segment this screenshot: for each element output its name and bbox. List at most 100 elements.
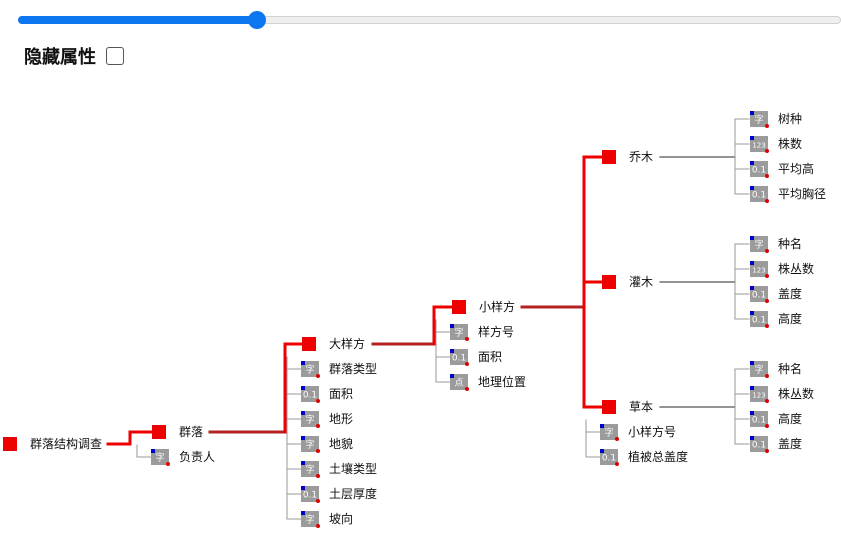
level-3-attr-1: 0.1 面积 — [450, 349, 502, 366]
type-badge — [301, 411, 319, 427]
type-badge — [750, 411, 768, 427]
attr-label: 地貌 — [329, 436, 353, 451]
badge-dot — [316, 374, 320, 378]
node-root[interactable]: 群落结构调查 — [3, 436, 102, 451]
attr-label: 地形 — [329, 412, 353, 426]
badge-dot — [316, 399, 320, 403]
badge-corner — [750, 261, 754, 265]
leaf-attr-0-0: 字树种 — [750, 111, 802, 128]
type-badge — [750, 311, 768, 327]
type-badge-text: 字 — [305, 364, 314, 376]
badge-dot — [465, 387, 469, 391]
type-badge-text: 字 — [754, 364, 763, 376]
type-badge — [301, 386, 319, 402]
node-square — [602, 400, 616, 414]
type-badge — [301, 461, 319, 477]
hide-attributes-control: 隐藏属性 — [24, 44, 124, 68]
badge-corner — [750, 386, 754, 390]
badge-corner — [750, 161, 754, 165]
type-badge-text: 点 — [454, 378, 463, 389]
badge-dot — [316, 424, 320, 428]
node-level-3[interactable]: 小样方 — [452, 299, 515, 314]
type-badge-text: 0.1 — [752, 416, 766, 426]
badge-corner — [301, 461, 305, 465]
badge-dot — [765, 399, 769, 403]
node-level-4-0[interactable]: 乔木 — [602, 150, 653, 164]
badge-corner — [600, 449, 604, 453]
type-badge-text: 0.1 — [452, 354, 466, 364]
attr-label: 种名 — [778, 236, 802, 251]
badge-corner — [750, 436, 754, 440]
badge-corner — [301, 486, 305, 490]
type-badge — [750, 261, 768, 277]
badge-dot — [765, 124, 769, 128]
hide-attributes-checkbox[interactable] — [106, 47, 124, 65]
badge-corner — [301, 361, 305, 365]
type-badge — [301, 436, 319, 452]
leaf-attr-1-0: 字种名 — [750, 236, 802, 253]
attr-label: 高度 — [778, 411, 802, 426]
attr-label: 面积 — [329, 387, 353, 401]
attr-label: 盖度 — [778, 286, 802, 301]
type-badge-text: 0.1 — [602, 454, 616, 464]
attr-label: 小样方号 — [628, 424, 676, 439]
level-1-attr-0: 字负责人 — [151, 449, 215, 466]
badge-corner — [450, 374, 454, 378]
badge-corner — [301, 436, 305, 440]
level-3-attr-2: 点地理位置 — [450, 374, 526, 391]
attr-label: 树种 — [778, 111, 802, 126]
badge-corner — [750, 236, 754, 240]
node-level-2[interactable]: 大样方 — [302, 336, 365, 351]
type-badge — [750, 111, 768, 127]
type-badge-text: 字 — [305, 414, 314, 426]
type-badge-text: 字 — [305, 514, 314, 526]
level-2-attr-0: 字 群落类型 — [301, 361, 377, 378]
type-badge-text: 字 — [155, 452, 164, 464]
attr-label: 土壤类型 — [329, 461, 377, 476]
node-level-1[interactable]: 群落 — [152, 425, 203, 439]
type-badge — [750, 361, 768, 377]
type-badge — [750, 236, 768, 252]
badge-dot — [615, 437, 619, 441]
type-badge-text: 字 — [305, 439, 314, 451]
node-label: 乔木 — [629, 150, 653, 164]
attr-label: 面积 — [478, 350, 502, 364]
type-badge — [750, 186, 768, 202]
node-level-4-1[interactable]: 灌木 — [602, 275, 653, 289]
badge-dot — [765, 199, 769, 203]
hide-attributes-label: 隐藏属性 — [24, 47, 96, 68]
type-badge-text: 123 — [752, 142, 765, 150]
node-label: 小样方 — [479, 299, 515, 314]
type-badge — [750, 436, 768, 452]
attr-label: 群落类型 — [329, 362, 377, 376]
badge-dot — [765, 424, 769, 428]
node-square — [3, 437, 17, 451]
badge-dot — [765, 174, 769, 178]
slider-thumb[interactable] — [247, 11, 266, 29]
type-badge — [750, 286, 768, 302]
level-slider[interactable] — [18, 10, 841, 30]
type-badge-text: 0.1 — [752, 166, 766, 176]
badge-corner — [301, 386, 305, 390]
badge-dot — [765, 274, 769, 278]
type-badge — [750, 386, 768, 402]
attr-label: 高度 — [778, 311, 802, 326]
badge-corner — [750, 186, 754, 190]
type-badge — [151, 449, 169, 465]
attr-label: 植被总盖度 — [628, 449, 688, 464]
type-badge-text: 123 — [752, 392, 765, 400]
node-label: 群落结构调查 — [30, 436, 102, 451]
node-label: 灌木 — [629, 275, 653, 289]
type-badge-text: 0.1 — [752, 191, 766, 201]
badge-corner — [151, 449, 155, 453]
type-badge — [450, 374, 468, 390]
attr-label: 盖度 — [778, 436, 802, 451]
level-2-attr-3: 字 地貌 — [301, 436, 353, 453]
node-level-4-2[interactable]: 草本 — [602, 400, 653, 414]
attr-label: 平均高 — [778, 161, 814, 176]
